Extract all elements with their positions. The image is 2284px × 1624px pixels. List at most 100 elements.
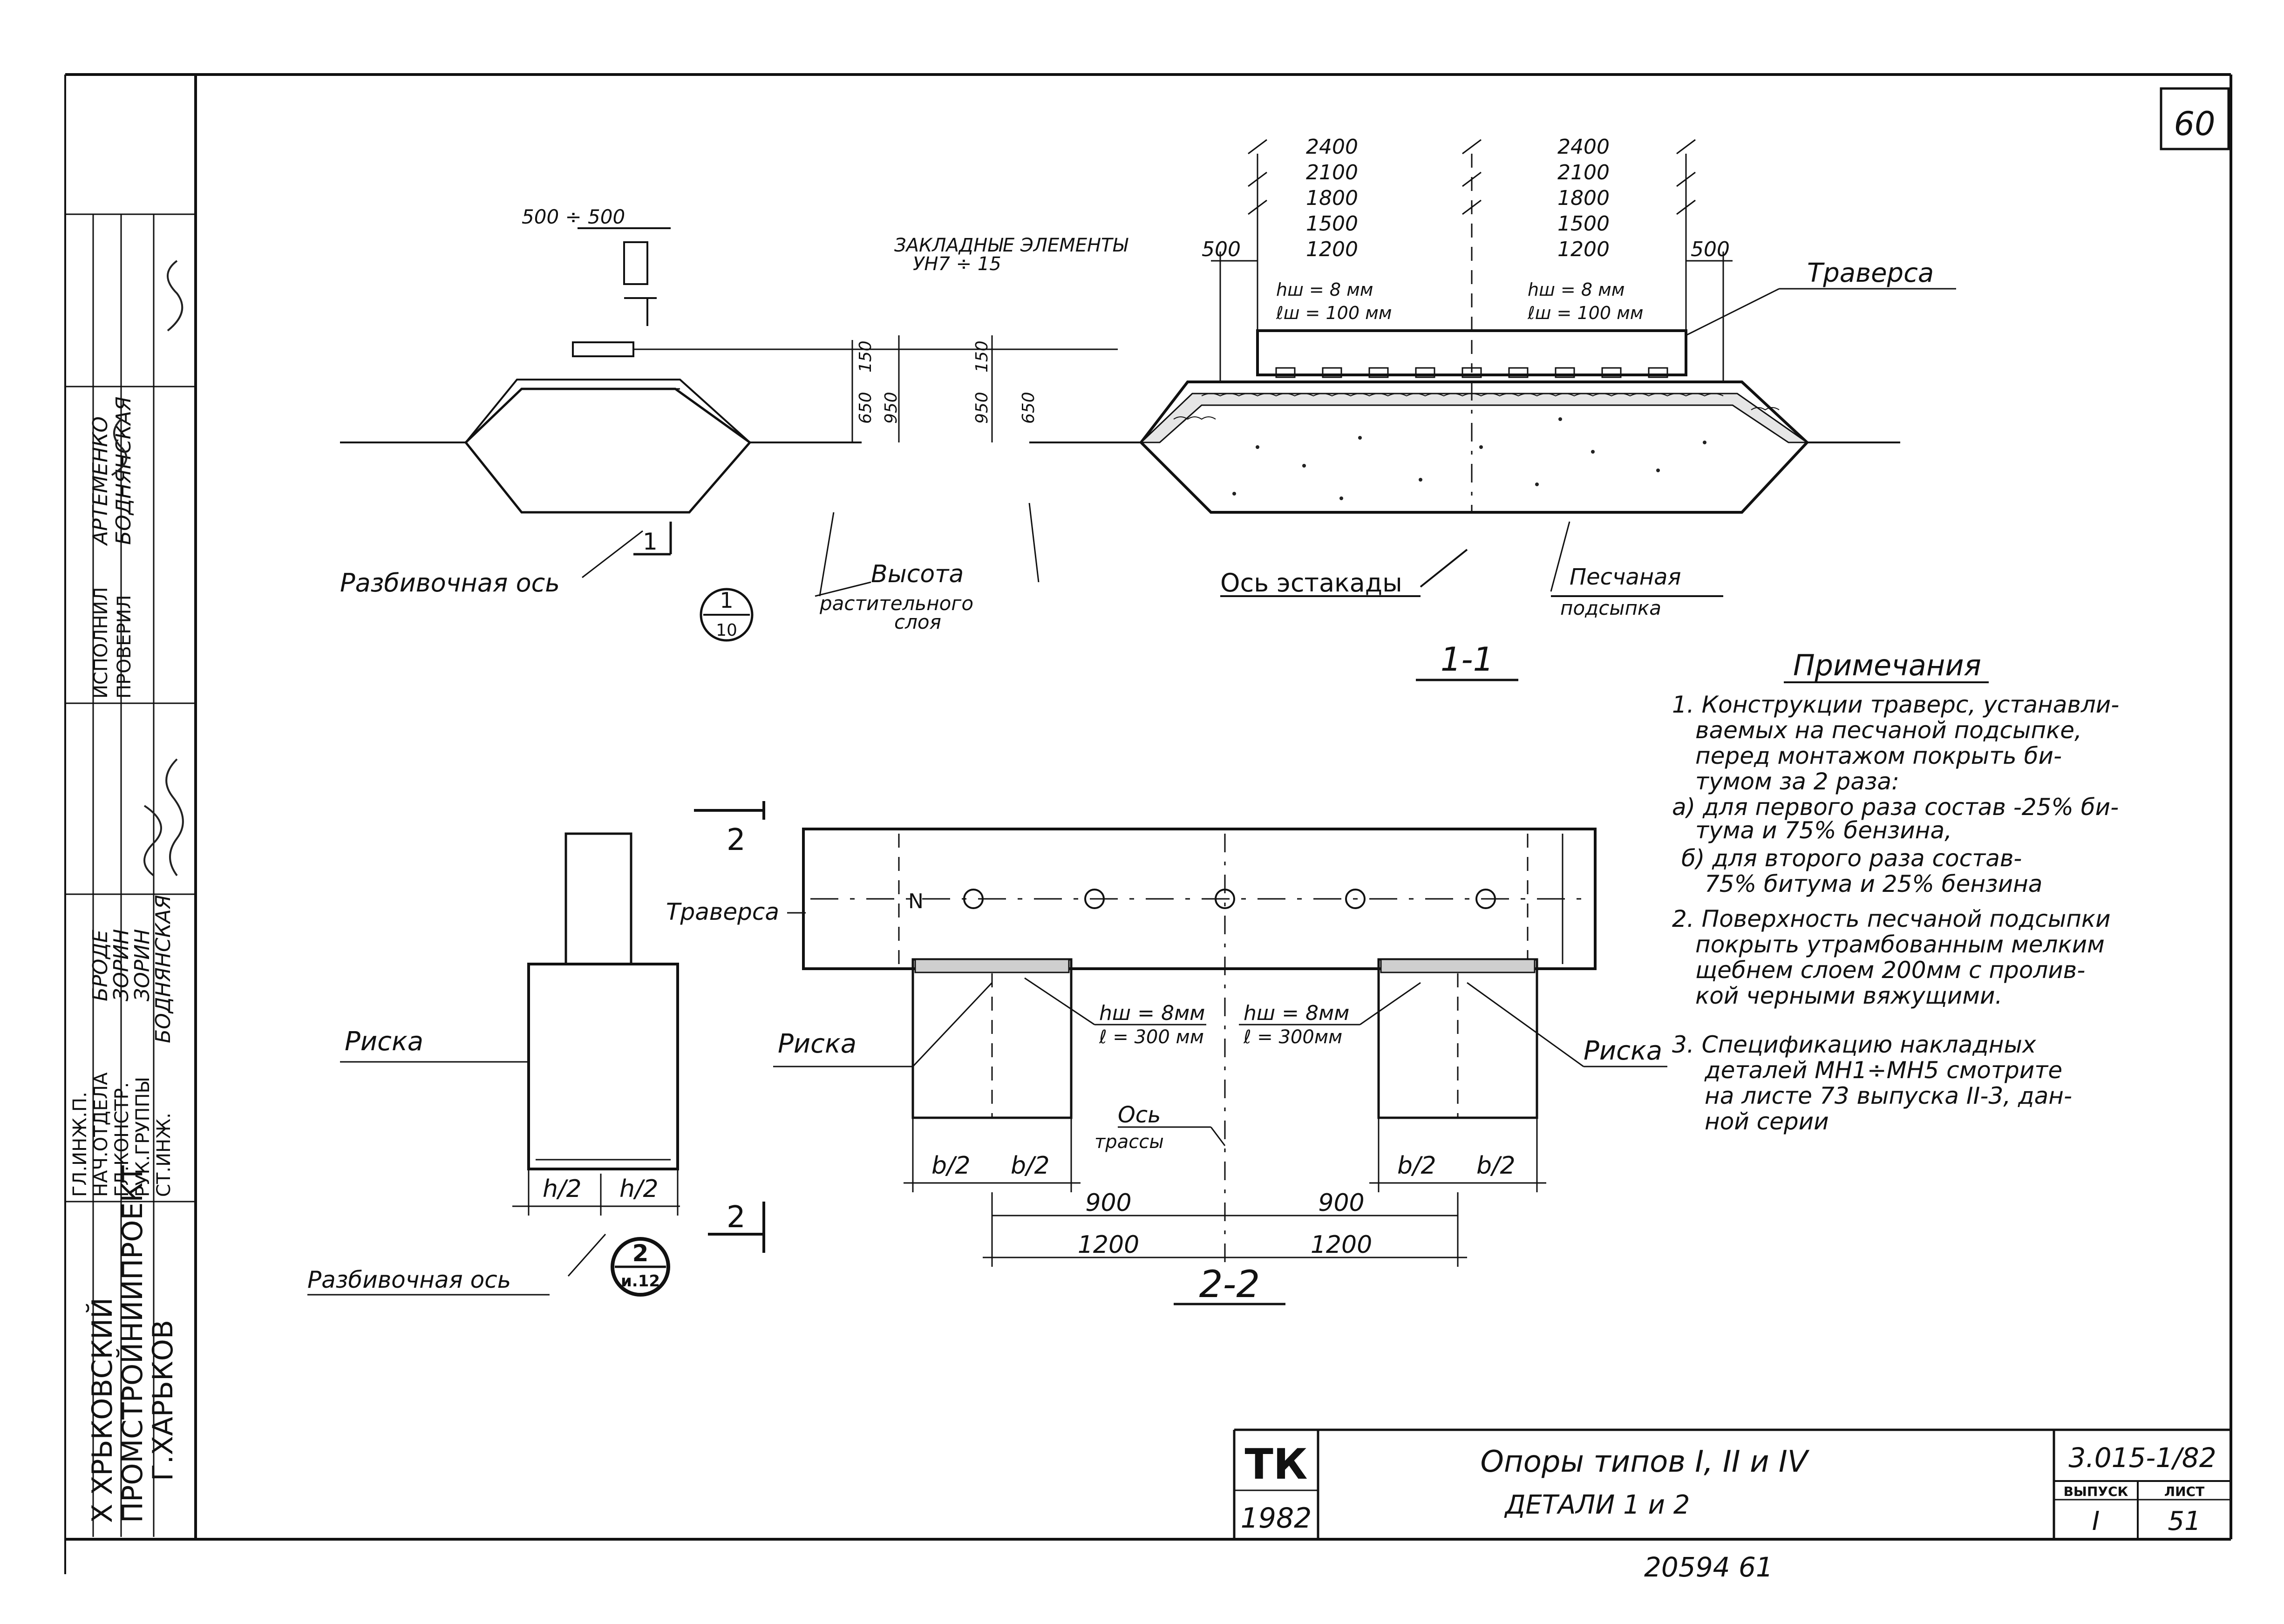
note-line: на листе 73 выпуска II-3, дан- [1705, 1082, 2072, 1109]
bottom-stamp: 20594 61 [1644, 1551, 1773, 1583]
organization-block: Х ХРЬКОВСКИЙ ПРОМСТРОЙНИИПРОЕКТ Г.ХАРЬКО… [85, 1165, 179, 1523]
h-left-1: 650 [856, 392, 875, 424]
section-2-2-drawing [307, 801, 1667, 1305]
drawing-title-line2: ДЕТАЛИ 1 и 2 [1504, 1490, 1690, 1520]
dim-right: 2100 [1557, 161, 1610, 184]
weld-2a: hш = 8мм [1244, 1001, 1349, 1025]
cut-label-bottom: 2 [727, 1200, 746, 1235]
marker-top: 1 [720, 588, 733, 613]
signature-roles: ГЛ.ИНЖ.П. НАЧ.ОТДЕЛА ГЛ.КОНСТР. РУК.ГРУП… [69, 587, 175, 1197]
note-line: покрыть утрамбованным мелким [1695, 931, 2105, 958]
h-left-3: 150 [856, 340, 875, 373]
h-right-1: 150 [972, 340, 992, 373]
half-b: b/2 [1011, 1152, 1050, 1180]
organization-line: Х ХРЬКОВСКИЙ [85, 1298, 119, 1523]
title-block [1233, 1428, 2231, 1539]
half-b: b/2 [931, 1152, 971, 1180]
note-line: кой черными вяжущими. [1695, 982, 2002, 1009]
axis-label-2: Разбивочная ось [307, 1266, 511, 1293]
weld-c: hш = 8 мм [1528, 279, 1625, 300]
weld-b: ℓш = 100 мм [1276, 303, 1392, 323]
note-line: 75% битума и 25% бензина [1705, 870, 2042, 897]
note-line: тумом за 2 раза: [1695, 768, 1899, 795]
marker-bottom: 10 [716, 621, 737, 640]
organization-line: ПРОМСТРОЙНИИПРОЕКТ [116, 1165, 149, 1523]
section-title-2-2: 2-2 [1199, 1263, 1260, 1306]
cut-mark-1: 1 [643, 528, 658, 555]
signature-name: АРТЕМЕНКО [88, 416, 112, 546]
weld-d: ℓш = 100 мм [1527, 303, 1643, 323]
detail-marker-1: 1 10 [700, 588, 754, 642]
dim-left: 2100 [1306, 161, 1358, 184]
note-line: тума и 75% бензина, [1695, 817, 1952, 844]
signature-role: ПРОВЕРИЛ [114, 595, 135, 699]
signature-name: БОДНЯНСКАЯ [151, 895, 175, 1043]
risk-label-right: Риска [1584, 1036, 1662, 1066]
dim-900-left: 900 [1085, 1189, 1131, 1217]
detail-marker-2: 2 и.12 [611, 1237, 670, 1297]
section-1-1-left-texts: 500 ÷ 500 ЗАКЛАДНЫЕ ЭЛЕМЕНТЫ УН7 ÷ 15 1 … [340, 205, 1128, 633]
note-line: ваемых на песчаной подсыпке, [1695, 717, 2082, 744]
half-b: b/2 [1397, 1152, 1436, 1180]
section-title-1-1: 1-1 [1441, 640, 1494, 679]
signature-name: БРОДЕ [88, 930, 112, 1001]
height-label-1: Высота [871, 560, 964, 588]
sheet-number-box: 60 [2160, 87, 2230, 150]
weld-1b: ℓ = 300 мм [1099, 1026, 1204, 1048]
half-b: b/2 [1476, 1152, 1516, 1180]
number-mark: N [908, 890, 924, 913]
h-right-3: 650 [1019, 392, 1038, 424]
issue-value: I [2092, 1506, 2100, 1536]
note-line: б) для второго раза состав- [1681, 845, 2022, 872]
note-line: 1. Конструкции траверс, устанавли- [1672, 691, 2119, 718]
sheet-number: 60 [2174, 105, 2215, 143]
note-line: ной серии [1705, 1108, 1829, 1135]
note-line: а) для первого раза состав -25% би- [1672, 794, 2119, 821]
weld-a: hш = 8 мм [1276, 279, 1373, 300]
traverse-label: Траверса [1807, 258, 1934, 288]
section-1-1-labels: Траверса Ось эстакады Песчаная подсыпка … [1220, 258, 1934, 679]
signature-role: ГЛ.КОНСТР. [111, 1082, 133, 1197]
edge-left: 500 [1202, 238, 1241, 261]
route-axis-1: Ось [1118, 1102, 1161, 1128]
risk-label-mid: Риска [778, 1029, 856, 1059]
weld-1a: hш = 8мм [1099, 1001, 1205, 1025]
drawing-title-line1: Опоры типов I, II и IV [1480, 1445, 1809, 1479]
trestle-axis-label: Ось эстакады [1220, 568, 1402, 598]
note-line: перед монтажом покрыть би- [1695, 742, 2062, 769]
embedded-label: ЗАКЛАДНЫЕ ЭЛЕМЕНТЫ [894, 235, 1128, 256]
dim-900-right: 900 [1318, 1189, 1364, 1217]
sheet-frame [64, 73, 2232, 1574]
route-axis-2: трассы [1094, 1131, 1164, 1153]
organization-line: Г.ХАРЬКОВ [147, 1320, 179, 1481]
marker-top: 2 [632, 1240, 649, 1267]
marker-bottom: и.12 [621, 1272, 660, 1291]
sheet-value: 51 [2168, 1506, 2201, 1536]
issue-label: ВЫПУСК [2064, 1484, 2128, 1499]
sheet-label: ЛИСТ [2164, 1484, 2204, 1499]
half-h: h/2 [619, 1175, 659, 1203]
stamp-year: 1982 [1241, 1502, 1312, 1535]
dim-right: 1800 [1557, 186, 1610, 210]
edge-right: 500 [1691, 238, 1730, 261]
signature-role: ИСПОЛНИЛ [90, 587, 112, 699]
traverse-label-2: Траверса [666, 898, 779, 925]
h-right-2: 950 [972, 392, 992, 424]
axis-label-left: Разбивочная ось [340, 568, 560, 598]
note-line: деталей МН1÷МН5 смотрите [1704, 1057, 2062, 1084]
notes-block: Примечания 1. Конструкции траверс, устан… [1672, 648, 2119, 1135]
signature-role: НАЧ.ОТДЕЛА [90, 1072, 112, 1197]
weld-2b: ℓ = 300мм [1243, 1026, 1342, 1048]
section-1-1-main [1029, 139, 1956, 681]
section-2-2-labels: 2 2 Траверса N Риска Риска Риска hш = 8м… [307, 823, 1662, 1306]
side-dim-label: 500 ÷ 500 [522, 205, 625, 228]
dim-left: 1500 [1306, 212, 1358, 236]
signature-role: ГЛ.ИНЖ.П. [69, 1092, 91, 1197]
height-label-3: слоя [894, 611, 941, 633]
signature-name: БОДНЯНСКАЯ [112, 396, 136, 545]
signature-role: СТ.ИНЖ. [153, 1113, 175, 1197]
section-1-1-dims: 2400 2100 1800 1500 1200 2400 2100 1800 … [1202, 135, 1730, 323]
cut-label-top: 2 [727, 823, 746, 857]
half-h: h/2 [543, 1175, 582, 1203]
